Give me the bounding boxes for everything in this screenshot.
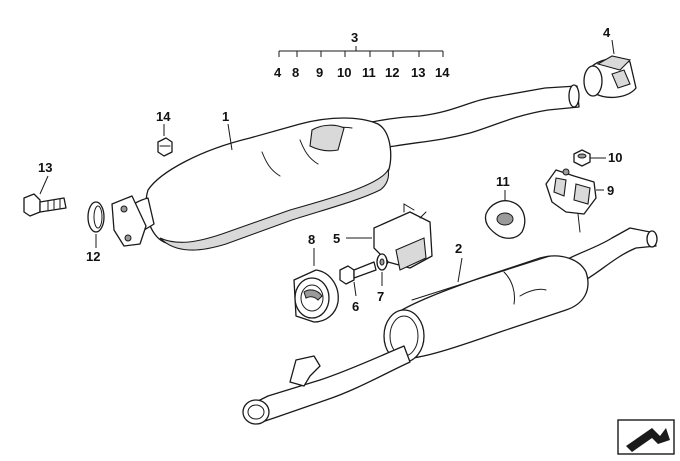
callout-4[interactable]: 4 bbox=[603, 25, 611, 40]
front-muffler-part[interactable]: 1 bbox=[111, 84, 580, 251]
leader-13 bbox=[39, 175, 49, 195]
gasket-12-inner bbox=[93, 205, 103, 229]
rear-outlet-end bbox=[646, 230, 658, 248]
callout-3-bracket bbox=[278, 46, 444, 57]
callout-group-3: 3 4 8 9 10 11 12 13 14 bbox=[274, 30, 450, 80]
front-muffler-underside bbox=[159, 168, 390, 251]
hanger-11-hole bbox=[496, 212, 514, 226]
flange-hole-bottom bbox=[124, 234, 132, 242]
hanger-part-11[interactable]: 11 bbox=[484, 174, 526, 239]
nut-part-14[interactable]: 14 bbox=[156, 109, 173, 157]
nut-10-hole bbox=[577, 153, 587, 159]
callout-row-14[interactable]: 14 bbox=[435, 65, 450, 80]
damper-part-8[interactable]: 8 bbox=[293, 232, 339, 323]
rear-outlet-pipe bbox=[561, 227, 657, 283]
front-pipe bbox=[371, 85, 580, 149]
arrow-symbol-icon bbox=[617, 419, 675, 455]
callout-10[interactable]: 10 bbox=[608, 150, 622, 165]
mount-part-5[interactable]: 5 bbox=[333, 203, 433, 271]
bracket-part-9[interactable]: 9 bbox=[545, 168, 614, 233]
rear-pipe-branch bbox=[289, 355, 321, 387]
washer-7-hole bbox=[379, 258, 385, 266]
rear-muffler-part[interactable]: 2 bbox=[242, 227, 658, 425]
bolt-part-6[interactable]: 6 bbox=[339, 261, 377, 314]
bolt-13-threads bbox=[47, 198, 61, 212]
leader-4 bbox=[611, 39, 615, 55]
callout-row-13[interactable]: 13 bbox=[411, 65, 425, 80]
front-flange bbox=[111, 195, 147, 247]
bracket-9-tab-right bbox=[573, 183, 591, 205]
damper-8-inner bbox=[300, 284, 324, 312]
bracket-9-stud bbox=[562, 168, 570, 176]
bolt-13-shank bbox=[39, 197, 67, 213]
bolt-6-head bbox=[339, 265, 355, 285]
mount-5-ears bbox=[403, 203, 427, 219]
callout-7[interactable]: 7 bbox=[377, 289, 384, 304]
nut-part-10[interactable]: 10 bbox=[573, 149, 622, 167]
damper-8-face bbox=[294, 277, 330, 319]
callout-6[interactable]: 6 bbox=[352, 299, 359, 314]
rear-muffler-seams bbox=[411, 255, 551, 305]
callout-row-12[interactable]: 12 bbox=[385, 65, 399, 80]
damper-8-core bbox=[303, 289, 323, 301]
front-pipe-end bbox=[568, 84, 580, 108]
callout-13[interactable]: 13 bbox=[38, 160, 52, 175]
washer-part-7[interactable]: 7 bbox=[376, 253, 388, 304]
bracket-9-post bbox=[577, 213, 581, 233]
clamp-bolt-side bbox=[611, 69, 631, 89]
bracket-9-tab-left bbox=[553, 177, 567, 197]
mount-5-lower-plate bbox=[395, 237, 427, 271]
bolt-13-head bbox=[23, 193, 41, 217]
callout-14[interactable]: 14 bbox=[156, 109, 171, 124]
bolt-6-shank bbox=[353, 261, 377, 279]
symbol-arrow bbox=[626, 428, 670, 452]
callout-12[interactable]: 12 bbox=[86, 249, 100, 264]
rear-inlet-pipe bbox=[255, 345, 411, 423]
leader-6 bbox=[353, 281, 357, 297]
callout-3[interactable]: 3 bbox=[351, 30, 358, 45]
clamp-bolt-top bbox=[596, 55, 632, 71]
callout-row-4[interactable]: 4 bbox=[274, 65, 282, 80]
front-muffler-heatshield bbox=[309, 124, 345, 152]
callout-9[interactable]: 9 bbox=[607, 183, 614, 198]
callout-row-9[interactable]: 9 bbox=[316, 65, 323, 80]
callout-row-8[interactable]: 8 bbox=[292, 65, 299, 80]
nut-14 bbox=[157, 137, 173, 157]
callout-11[interactable]: 11 bbox=[496, 174, 510, 189]
rear-inlet-pipe-end bbox=[242, 399, 270, 425]
callout-1[interactable]: 1 bbox=[222, 109, 229, 124]
callout-5[interactable]: 5 bbox=[333, 231, 340, 246]
leader-1 bbox=[227, 123, 233, 151]
bolt-part-13[interactable]: 13 bbox=[23, 160, 67, 217]
gasket-part-12[interactable]: 12 bbox=[86, 201, 105, 264]
callout-row-10[interactable]: 10 bbox=[337, 65, 351, 80]
callout-row-11[interactable]: 11 bbox=[362, 65, 376, 80]
callout-8[interactable]: 8 bbox=[308, 232, 315, 247]
clamp-part[interactable]: 4 bbox=[583, 25, 637, 99]
rear-inlet-pipe-bore bbox=[247, 404, 265, 420]
flange-hole-top bbox=[120, 205, 128, 213]
clamp-band-front bbox=[583, 65, 603, 97]
gasket-12-outer bbox=[87, 201, 105, 233]
leader-2 bbox=[457, 257, 463, 283]
callout-2[interactable]: 2 bbox=[455, 241, 462, 256]
